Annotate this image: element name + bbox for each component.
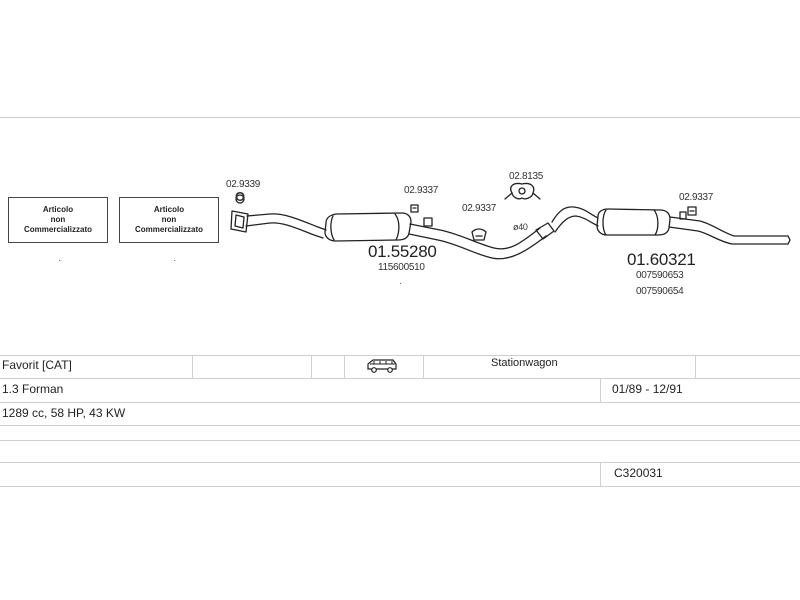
table-border-7: [0, 486, 800, 487]
code-bracket-2: 02.9337: [462, 203, 497, 214]
middle-muffler: [324, 212, 412, 242]
rear-muffler-oem-2: 007590654: [636, 286, 684, 297]
code-bracket-3: 02.9337: [679, 192, 714, 203]
dot-mark: ·: [173, 255, 177, 266]
not-sold-label: non: [50, 215, 66, 224]
table-divider: [695, 355, 696, 378]
tail-pipe-top: [669, 216, 789, 237]
table-divider: [311, 355, 312, 378]
rear-muffler-oem-1: 007590653: [636, 270, 684, 281]
ring-gasket-icon: [235, 194, 245, 204]
table-divider: [600, 378, 601, 402]
table-divider: [600, 462, 601, 486]
rear-pipe-top: [551, 206, 599, 223]
front-flange: [230, 210, 249, 233]
clamp-icon: [679, 211, 687, 220]
front-pipe-top: [246, 213, 327, 231]
mid-pipe-bottom: [408, 233, 547, 260]
code-hanger: 02.8135: [509, 171, 544, 182]
specs-cell: 1289 cc, 58 HP, 43 KW: [2, 406, 126, 420]
table-border-6: [0, 462, 800, 463]
dot-mark: ·: [58, 255, 62, 266]
mid-pipe-top: [409, 223, 541, 250]
not-sold-label: Articolo: [42, 205, 74, 214]
pipe-size-label: ø40: [513, 222, 528, 232]
kit-code-cell: C320031: [614, 466, 663, 480]
table-border-3: [0, 402, 800, 403]
bracket-icon: [410, 204, 419, 213]
middle-muffler-number: 01.55280: [368, 242, 437, 261]
table-border-2: [0, 378, 800, 379]
not-sold-label: Commercializzato: [134, 225, 204, 234]
not-sold-label: non: [161, 215, 177, 224]
station-wagon-icon: [366, 358, 398, 374]
not-sold-label: Commercializzato: [23, 225, 93, 234]
rubber-hanger-icon: [510, 182, 535, 200]
years-cell: 01/89 - 12/91: [612, 382, 683, 396]
code-bracket-1: 02.9337: [404, 185, 439, 196]
table-border-1: [0, 355, 800, 356]
tail-pipe-bottom: [668, 226, 789, 245]
code-clamp-front: 02.9339: [226, 179, 261, 190]
coupling-sleeve: [535, 222, 555, 240]
bracket-icon: [687, 206, 697, 216]
not-sold-box-2: Articolo non Commercializzato: [119, 197, 219, 243]
not-sold-box-1: Articolo non Commercializzato: [8, 197, 108, 243]
table-divider: [344, 355, 345, 378]
dot-mark: ·: [399, 278, 403, 289]
table-border-5: [0, 440, 800, 441]
table-divider: [423, 355, 424, 378]
table-divider: [192, 355, 193, 378]
clamp-icon: [423, 217, 433, 227]
ring-gasket-label: O: [235, 189, 245, 204]
rear-muffler: [596, 208, 671, 236]
rear-muffler-number: 01.60321: [627, 250, 696, 269]
model-cell: Favorit [CAT]: [2, 358, 72, 372]
middle-muffler-oem: 115600510: [378, 262, 425, 273]
bracket-icon: [471, 228, 487, 241]
top-border: [0, 117, 800, 118]
engine-cell: 1.3 Forman: [2, 382, 64, 396]
body-type-cell: Stationwagon: [491, 357, 558, 369]
table-border-4: [0, 425, 800, 426]
not-sold-label: Articolo: [153, 205, 185, 214]
front-pipe-bottom: [245, 222, 324, 239]
